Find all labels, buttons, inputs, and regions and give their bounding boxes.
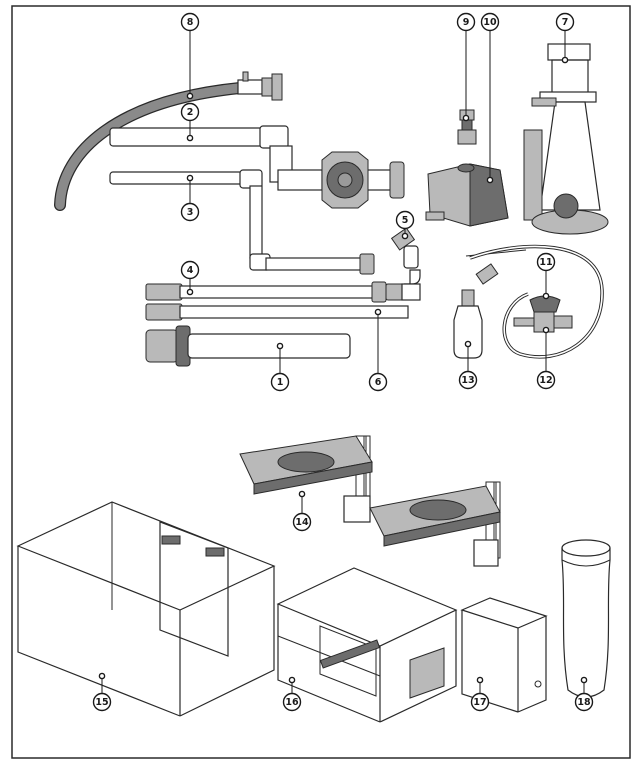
callout-5: 5: [395, 210, 415, 240]
callout-circle: [555, 12, 575, 32]
callout-dot: [186, 174, 194, 182]
part-18-filter-sock: [561, 539, 611, 698]
callout-number: 2: [187, 107, 194, 118]
callout-number: 8: [187, 17, 194, 28]
callout-circle: [480, 12, 500, 32]
callout-13: 13: [458, 340, 478, 390]
callout-circle: [574, 692, 594, 712]
callout-number: 12: [539, 375, 552, 386]
callout-18: 18: [574, 676, 594, 712]
callout-15: 15: [92, 672, 112, 712]
callout-number: 9: [463, 17, 470, 28]
callout-number: 16: [285, 697, 299, 708]
part-15-display-tank: [16, 501, 276, 717]
callout-number: 15: [95, 697, 108, 708]
callout-circle: [180, 102, 200, 122]
flow-valve-icon: [321, 151, 369, 209]
diagram-border: [11, 5, 631, 759]
callout-dot: [542, 292, 550, 300]
callout-number: 10: [483, 17, 497, 28]
callout-circle: [368, 372, 388, 392]
part-10-return-pump: [425, 163, 509, 227]
callout-number: 11: [539, 257, 552, 268]
callout-circle: [180, 260, 200, 280]
led-light-left: [239, 435, 373, 523]
callout-16: 16: [282, 676, 302, 712]
callout-dot: [580, 676, 588, 684]
callout-dot: [486, 176, 494, 184]
callout-number: 4: [187, 265, 194, 276]
callout-7: 7: [555, 12, 575, 64]
callout-circle: [270, 372, 290, 392]
callout-number: 7: [562, 17, 569, 28]
callout-14: 14: [292, 490, 312, 532]
callout-17: 17: [470, 676, 490, 712]
callout-circle: [292, 512, 312, 532]
part-4-union-pipe: [145, 269, 421, 303]
callout-circle: [180, 202, 200, 222]
callout-1: 1: [270, 342, 290, 392]
callout-dot: [561, 56, 569, 64]
callout-9: 9: [456, 12, 476, 122]
callout-dot: [186, 288, 194, 296]
part-17-refill-reservoir: [460, 597, 548, 713]
callout-dot: [542, 326, 550, 334]
callout-circle: [282, 692, 302, 712]
part-11-airline-tubing: [469, 244, 604, 359]
callout-number: 14: [295, 517, 309, 528]
callout-circle: [470, 692, 490, 712]
callout-number: 13: [461, 375, 474, 386]
callout-number: 6: [375, 377, 382, 388]
callout-dot: [298, 490, 306, 498]
callout-3: 3: [180, 174, 200, 222]
callout-number: 17: [473, 697, 486, 708]
callout-circle: [536, 370, 556, 390]
callout-number: 18: [577, 697, 591, 708]
led-light-right: [369, 481, 501, 567]
callout-dot: [464, 340, 472, 348]
callout-dot: [462, 114, 470, 122]
callout-circle: [92, 692, 112, 712]
part-3-return-pipe: [109, 169, 375, 275]
callout-dot: [476, 676, 484, 684]
part-7-protein-skimmer: [523, 43, 609, 235]
part-6-long-pipe: [145, 303, 409, 321]
callout-4: 4: [180, 260, 200, 296]
callout-number: 1: [277, 377, 284, 388]
part-14-led-lights: [239, 435, 501, 567]
part-8-flexible-hose: [54, 71, 283, 211]
callout-circle: [536, 252, 556, 272]
callout-dot: [186, 92, 194, 100]
part-1-bulkhead-pipe: [145, 325, 351, 367]
part-12-check-valve: [513, 295, 573, 333]
callout-10: 10: [480, 12, 500, 184]
callout-2: 2: [180, 102, 200, 142]
callout-dot: [276, 342, 284, 350]
part-16-sump: [276, 567, 458, 723]
callout-number: 3: [187, 207, 194, 218]
callout-number: 5: [402, 215, 409, 226]
callout-12: 12: [536, 326, 556, 390]
part-5-elbow-fitting: [390, 227, 419, 269]
callout-6: 6: [368, 308, 388, 392]
callout-8: 8: [180, 12, 200, 100]
callout-dot: [98, 672, 106, 680]
callout-dot: [401, 232, 409, 240]
callout-dot: [288, 676, 296, 684]
callout-dot: [186, 134, 194, 142]
callout-circle: [180, 12, 200, 32]
callout-circle: [395, 210, 415, 230]
callout-circle: [458, 370, 478, 390]
callout-circle: [456, 12, 476, 32]
callout-dot: [374, 308, 382, 316]
callout-11: 11: [536, 252, 556, 300]
